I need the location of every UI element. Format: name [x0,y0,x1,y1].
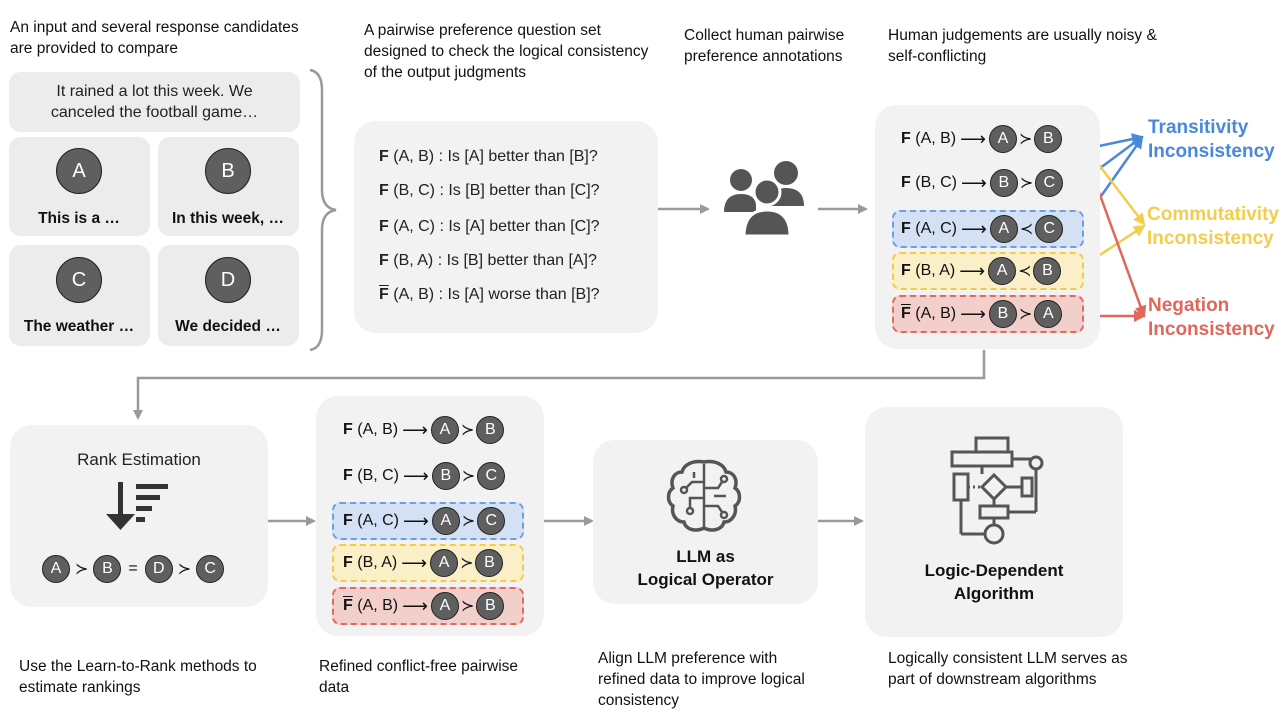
candidate-card-b[interactable]: B In this week, … [158,137,299,236]
rank-node-b: B [93,555,122,583]
judgement-row-5: F (A, B)⟶ B≻A [901,296,1063,332]
rank-node-a: A [42,555,70,583]
node-left: A [988,125,1017,153]
refined-row-3: F (A, C)⟶ A≻C [343,503,506,539]
caption-refined: Refined conflict-free pairwise data [319,658,519,696]
refined-row-1: F (A, B)⟶ A≻B [343,412,505,448]
arrow-judgements-to-rank [133,350,986,420]
candidate-node-d: D [205,257,251,303]
node-right: B [1033,257,1062,285]
ranking-result: A ≻ B = D ≻ C [42,555,225,583]
flowchart-icon [950,436,1044,545]
caption-collect: Collect human pairwise preference annota… [684,27,845,65]
refined-row-5: F (A, B)⟶ A≻B [343,588,505,624]
question-2: F (B, C) : Is [B] better than [C]? [379,182,600,199]
question-1: F (A, B) : Is [A] better than [B]? [379,148,598,165]
candidate-text-c: The weather … [23,318,135,335]
candidate-card-a[interactable]: A This is a … [9,137,150,236]
candidate-text-a: This is a … [38,210,120,227]
refined-row-4: F (B, A)⟶ A≻B [343,545,504,581]
candidate-node-b: B [205,148,251,194]
caption-input: An input and several response candidates… [10,19,299,57]
candidate-text-b: In this week, … [172,210,284,227]
question-4: F (B, A) : Is [B] better than [A]? [379,252,597,269]
node-left: A [989,215,1018,243]
caption-question-set: A pairwise preference question set desig… [364,22,649,81]
judgement-row-1: F (A, B)⟶ A≻B [901,121,1063,157]
sort-descending-icon [106,482,168,530]
node-left: A [988,257,1017,285]
llm-operator-panel [593,440,818,604]
question-3: F (A, C) : Is [A] better than [C]? [379,218,600,235]
caption-learn-to-rank: Use the Learn-to-Rank methods to estimat… [19,658,257,696]
judgement-row-4: F (B, A)⟶ A≺B [901,253,1062,289]
node-right: B [1034,125,1063,153]
node-left: B [988,300,1017,328]
question-set-panel [354,121,658,333]
refined-row-2: F (B, C)⟶ B≻C [343,458,506,494]
node-right: A [1034,300,1063,328]
candidate-card-d[interactable]: D We decided … [158,245,299,346]
people-group-icon [724,161,804,236]
caption-noisy: Human judgements are usually noisy & sel… [888,27,1157,65]
rank-node-d: D [144,555,173,583]
rank-node-c: C [196,555,225,583]
judgement-row-3: F (A, C)⟶ A≺C [901,211,1064,247]
brain-circuit-icon [666,459,742,532]
caption-align: Align LLM preference with refined data t… [598,650,805,709]
candidate-card-c[interactable]: C The weather … [9,245,150,346]
question-5-negated: F (A, B) : Is [A] worse than [B]? [379,286,600,303]
candidate-node-c: C [56,257,102,303]
node-right: C [1035,215,1064,243]
brace [309,68,337,352]
judgement-row-2: F (B, C)⟶ B≻C [901,165,1064,201]
rank-estimation-title: Rank Estimation [77,450,201,469]
input-text-box: It rained a lot this week. We canceled t… [9,72,300,132]
node-left: B [989,169,1018,197]
node-right: C [1035,169,1064,197]
caption-downstream: Logically consistent LLM serves as part … [888,650,1128,688]
candidate-node-a: A [56,148,102,194]
candidate-text-d: We decided … [175,318,281,335]
